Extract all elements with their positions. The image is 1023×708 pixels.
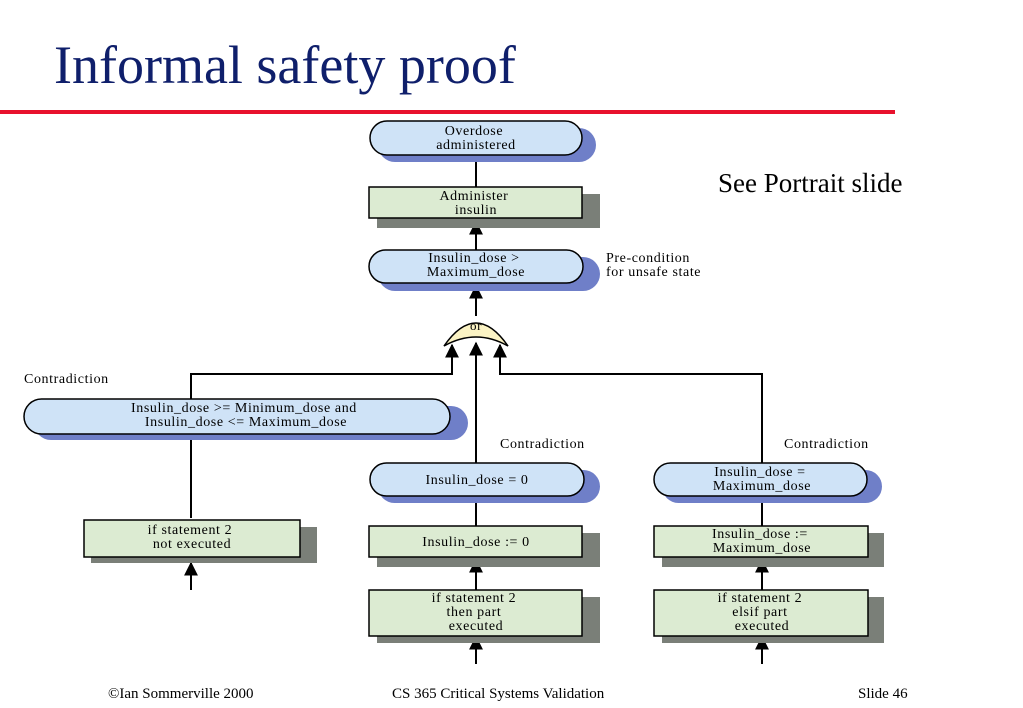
arrow-left-to-gate bbox=[190, 343, 459, 518]
node-dose-in-range: Insulin_dose >= Minimum_dose and Insulin… bbox=[23, 398, 468, 440]
node-dose-zero-state: Insulin_dose = 0 bbox=[369, 462, 600, 503]
title-rule bbox=[0, 110, 895, 114]
node-dose-max-state: Insulin_dose = Maximum_dose bbox=[653, 462, 882, 503]
node-statement-not-executed: if statement 2 not executed bbox=[83, 519, 317, 563]
svg-text:Insulin_dose = 0: Insulin_dose = 0 bbox=[425, 473, 528, 488]
contradiction-label-left: Contradiction bbox=[24, 372, 109, 387]
svg-text:Administer insulin: Administer insulin bbox=[439, 189, 512, 218]
contradiction-label-right: Contradiction bbox=[784, 437, 869, 452]
precondition-label: Pre-condition for unsafe state bbox=[606, 251, 701, 280]
footer-copyright: ©Ian Sommerville 2000 bbox=[108, 686, 254, 702]
svg-text:if statement 2 not execu: if statement 2 not executed bbox=[148, 523, 237, 552]
or-gate-label: or bbox=[470, 318, 482, 333]
node-administer-insulin: Administer insulin bbox=[368, 186, 600, 228]
footer-slide-number: Slide 46 bbox=[858, 686, 908, 702]
node-overdose-administered: Overdose administered bbox=[369, 120, 596, 162]
svg-text:Overdose administered: Overdose administered bbox=[436, 124, 516, 153]
node-assign-max: Insulin_dose := Maximum_dose bbox=[653, 525, 884, 567]
svg-text:if statement 2 then part: if statement 2 then part executed bbox=[432, 591, 521, 634]
node-then-part-executed: if statement 2 then part executed bbox=[368, 589, 600, 643]
svg-text:Insulin_dose >= Minimum_dose a: Insulin_dose >= Minimum_dose and Insulin… bbox=[131, 401, 361, 430]
svg-text:Insulin_dose := Maximum_: Insulin_dose := Maximum_dose bbox=[712, 527, 812, 556]
node-elsif-part-executed: if statement 2 elsif part executed bbox=[653, 589, 884, 643]
node-precondition-state: Insulin_dose > Maximum_dose bbox=[368, 249, 600, 291]
node-assign-zero: Insulin_dose := 0 bbox=[368, 525, 600, 567]
slide-title: Informal safety proof bbox=[54, 35, 516, 95]
portrait-slide-note: See Portrait slide bbox=[718, 168, 903, 198]
svg-text:if statement 2 elsif par: if statement 2 elsif part executed bbox=[718, 591, 807, 634]
or-gate: or bbox=[443, 318, 509, 347]
svg-text:Insulin_dose := 0: Insulin_dose := 0 bbox=[422, 535, 530, 550]
arrow-right-to-gate bbox=[493, 343, 763, 464]
svg-text:Insulin_dose > Maximum_d: Insulin_dose > Maximum_dose bbox=[427, 251, 525, 280]
contradiction-label-center: Contradiction bbox=[500, 437, 585, 452]
footer-course: CS 365 Critical Systems Validation bbox=[392, 686, 605, 702]
svg-text:Insulin_dose = Maximum_d: Insulin_dose = Maximum_dose bbox=[713, 465, 811, 494]
